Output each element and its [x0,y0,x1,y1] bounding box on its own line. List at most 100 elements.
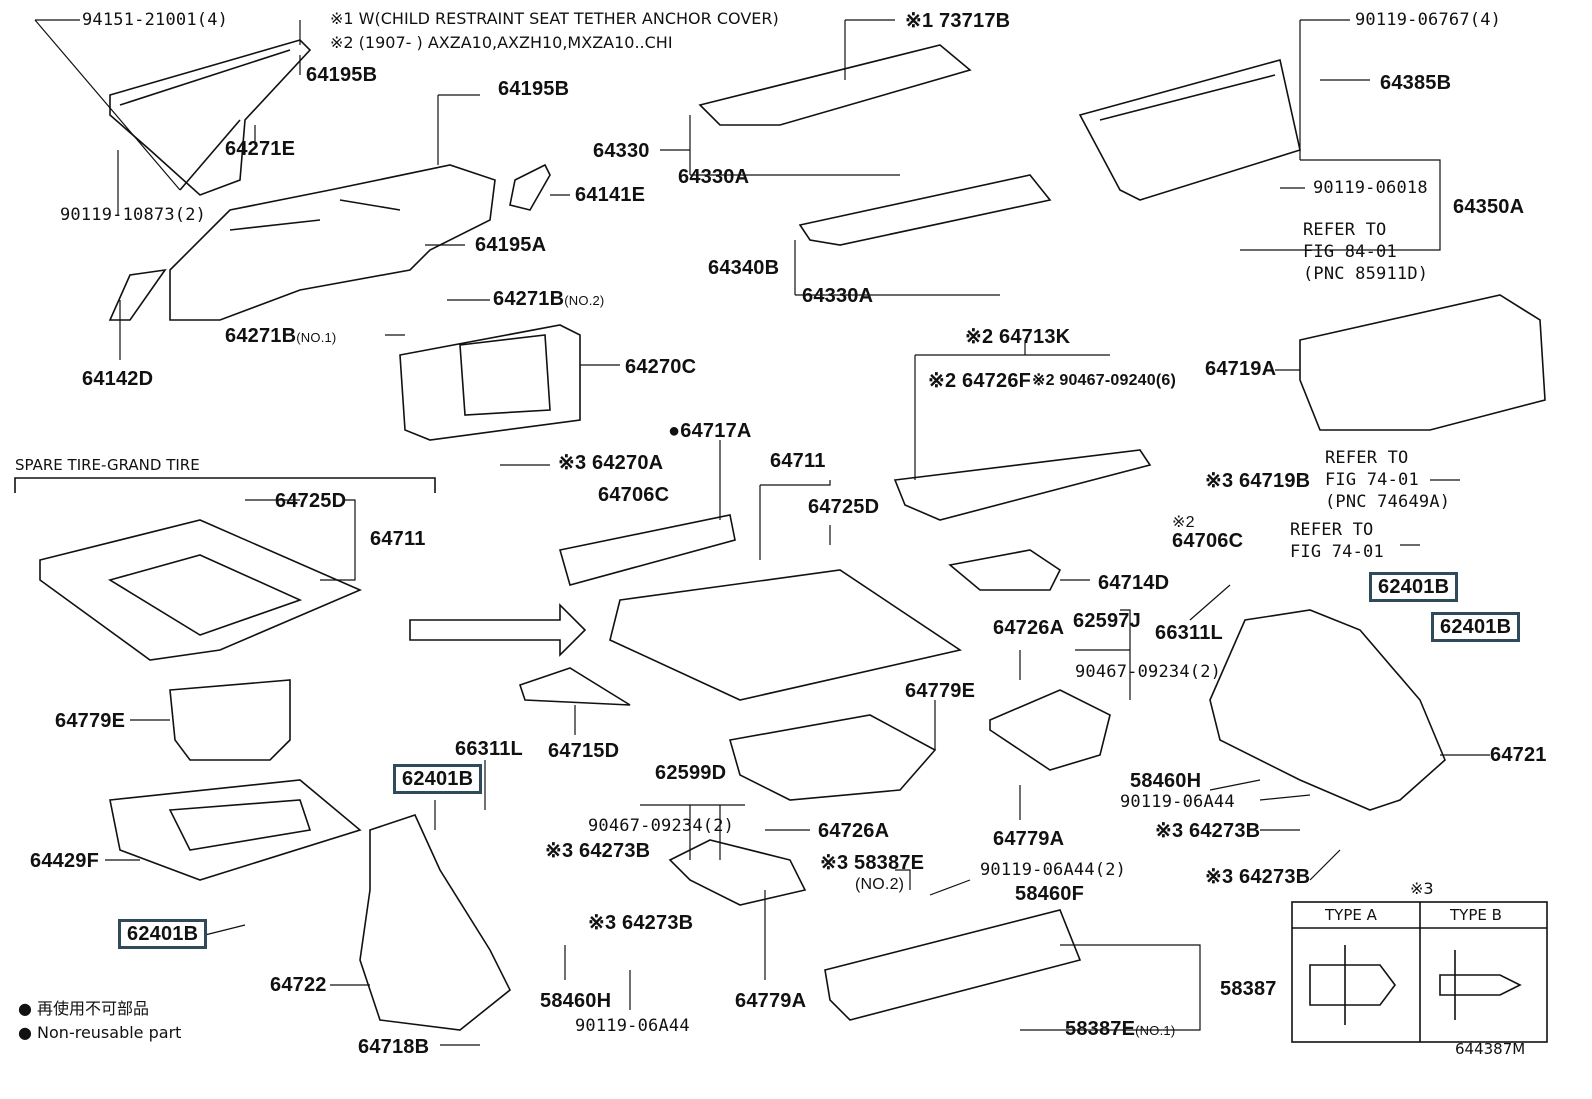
part-58387E-no1-note: (NO.1) [1135,1023,1176,1038]
part-90467-09234-a[interactable]: 90467-09234(2) [588,816,735,836]
ref-74b-line1: REFER TO [1290,520,1374,540]
part-73717B[interactable]: ※1 73717B [905,10,1011,32]
part-62401B-b[interactable]: 62401B [118,919,208,949]
trim-64721 [1209,609,1446,811]
part-64141E[interactable]: 64141E [575,184,646,206]
part-62597J[interactable]: 62597J [1073,610,1141,632]
part-64713K[interactable]: ※2 64713K [965,326,1071,348]
clip-type-b-label: TYPE B [1450,906,1502,924]
clip-type-b-shape [1439,950,1522,1020]
part-58387E-no2[interactable]: ※3 58387E [820,852,925,874]
part-64429F[interactable]: 64429F [30,850,100,872]
part-64726F[interactable]: ※2 64726F [928,370,1032,392]
part-58387E-no2-note: (NO.2) [855,876,905,893]
part-90119-06018[interactable]: 90119-06018 [1313,178,1428,198]
part-64706C-a[interactable]: 64706C [598,484,670,506]
part-64706C-b-mark: ※2 [1172,514,1195,531]
part-94151-21001[interactable]: 94151-21001(4) [82,10,229,30]
part-64340B[interactable]: 64340B [708,257,780,279]
part-64270C[interactable]: 64270C [625,356,697,378]
bracket-64141E [509,163,551,211]
part-64725D-a[interactable]: 64725D [275,490,347,512]
part-64726A-b[interactable]: 64726A [993,617,1065,639]
part-58460H-b[interactable]: 58460H [1130,770,1202,792]
part-64273B-c[interactable]: ※3 64273B [1155,820,1261,842]
part-62401B-c[interactable]: 62401B [1369,572,1459,602]
part-90119-06767[interactable]: 90119-06767(4) [1355,10,1502,30]
part-66311L-b[interactable]: 66311L [1155,622,1223,644]
arrow-shape [409,603,587,657]
part-64271B-no1[interactable]: 64271B(NO.1) [225,325,336,349]
part-58460H-a[interactable]: 58460H [540,990,612,1012]
part-64719A[interactable]: 64719A [1205,358,1277,380]
part-64330[interactable]: 64330 [593,140,650,162]
part-64706C-b[interactable]: 64706C [1172,530,1244,552]
part-58387[interactable]: 58387 [1220,978,1277,1000]
cover-64719A [1299,294,1546,431]
part-64271B-no1-note: (NO.1) [296,330,337,345]
sill-58387 [824,909,1082,1021]
part-64715D[interactable]: 64715D [548,740,620,762]
panel-64270C [399,324,581,441]
part-90119-06A44-a[interactable]: 90119-06A44 [575,1016,690,1036]
ref-84-line1: REFER TO [1303,220,1387,240]
part-90119-10873[interactable]: 90119-10873(2) [60,205,207,225]
ref-84-line3: (PNC 85911D) [1303,264,1429,284]
part-64142D[interactable]: 64142D [82,368,154,390]
part-64273B-b[interactable]: ※3 64273B [588,912,694,934]
part-64714D[interactable]: 64714D [1098,572,1170,594]
part-64725D-b[interactable]: 64725D [808,496,880,518]
part-64721[interactable]: 64721 [1490,744,1547,766]
part-64271E[interactable]: 64271E [225,138,296,160]
part-62401B-a[interactable]: 62401B [393,764,483,794]
part-64722[interactable]: 64722 [270,974,327,996]
panel-64713K [893,449,1152,521]
part-90467-09234-b[interactable]: 90467-09234(2) [1075,662,1222,682]
box-64779E-right [728,714,937,801]
part-64195B-b[interactable]: 64195B [498,78,570,100]
part-64711-a[interactable]: 64711 [370,528,426,550]
part-62599D[interactable]: 62599D [655,762,727,784]
board-64330 [698,44,972,126]
part-90467-09240[interactable]: ※2 90467-09240(6) [1032,372,1177,389]
part-64385B[interactable]: 64385B [1380,72,1452,94]
bracket-62597J [989,689,1111,771]
part-66311L-a[interactable]: 66311L [455,738,523,760]
part-90119-06A44-2[interactable]: 90119-06A44(2) [980,860,1127,880]
part-64779E-b[interactable]: 64779E [905,680,976,702]
part-58460F[interactable]: 58460F [1015,883,1085,905]
part-64195A[interactable]: 64195A [475,234,547,256]
part-64330A-a[interactable]: 64330A [678,166,750,188]
part-64711-b[interactable]: 64711 [770,450,826,472]
part-64270A[interactable]: ※3 64270A [558,452,664,474]
part-64719B[interactable]: ※3 64719B [1205,470,1311,492]
frame-64271E [109,39,312,196]
part-64718B[interactable]: 64718B [358,1036,430,1058]
part-58387E-no1[interactable]: 58387E(NO.1) [1065,1018,1175,1042]
part-64271B-no2[interactable]: 64271B(NO.2) [493,288,604,312]
board-64340B [798,174,1052,246]
part-64779A-b[interactable]: 64779A [993,828,1065,850]
part-64273B-d[interactable]: ※3 64273B [1205,866,1311,888]
clip-type-a-label: TYPE A [1325,906,1377,924]
bracket-64142D [108,268,167,321]
bracket-62599D [668,839,807,906]
part-58387E-no1-code: 58387E [1065,1018,1136,1040]
ref-74a-line1: REFER TO [1325,448,1409,468]
part-64726A-a[interactable]: 64726A [818,820,890,842]
part-90119-06A44-b[interactable]: 90119-06A44 [1120,792,1235,812]
part-64779A-a[interactable]: 64779A [735,990,807,1012]
board-64711-right [609,569,962,701]
part-64717A[interactable]: ●64717A [668,420,752,442]
part-64779E-a[interactable]: 64779E [55,710,126,732]
strip-64717A [558,514,736,586]
part-64273B-a[interactable]: ※3 64273B [545,840,651,862]
part-62401B-d[interactable]: 62401B [1431,612,1521,642]
ref-74a-line3: (PNC 74649A) [1325,492,1451,512]
part-64330A-b[interactable]: 64330A [802,285,874,307]
part-64350A[interactable]: 64350A [1453,196,1525,218]
part-64195B-a[interactable]: 64195B [306,64,378,86]
floor-pan-64195A [169,164,496,321]
